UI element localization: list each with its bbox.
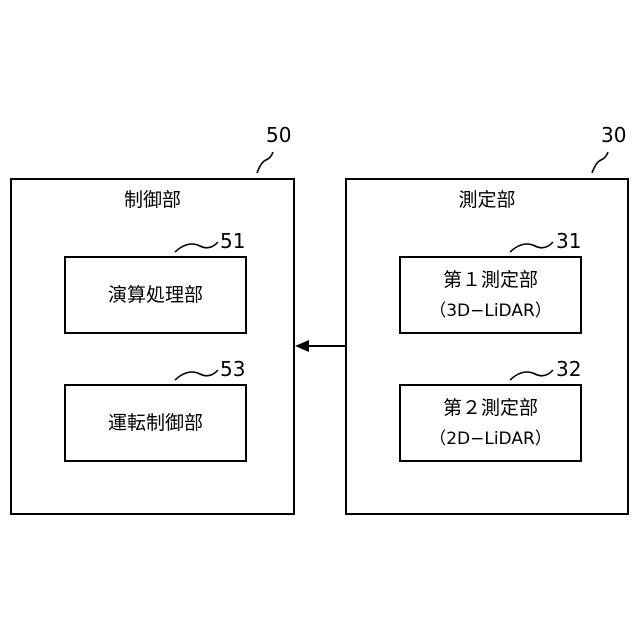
second-measurement-unit-box: 第２測定部 （2D−LiDAR） xyxy=(399,384,582,462)
first-measurement-unit-label: 第１測定部 xyxy=(443,267,538,293)
first-measurement-unit-box: 第１測定部 （3D−LiDAR） xyxy=(399,256,582,334)
measurement-unit-title: 測定部 xyxy=(347,188,627,212)
first-measurement-unit-sublabel: （3D−LiDAR） xyxy=(429,299,552,323)
drive-control-unit-box: 運転制御部 xyxy=(64,384,247,462)
control-unit-box: 制御部 演算処理部 運転制御部 xyxy=(10,178,295,515)
second-measurement-unit-label: 第２測定部 xyxy=(443,395,538,421)
leader-line-50 xyxy=(257,152,273,173)
drive-control-unit-label: 運転制御部 xyxy=(108,410,203,436)
control-unit-title: 制御部 xyxy=(12,188,293,212)
compute-unit-label: 演算処理部 xyxy=(108,282,203,308)
leader-line-30 xyxy=(592,152,608,173)
compute-unit-box: 演算処理部 xyxy=(64,256,247,334)
ref-number-32: 32 xyxy=(556,358,581,380)
ref-number-51: 51 xyxy=(220,230,245,252)
ref-number-30: 30 xyxy=(601,124,626,146)
second-measurement-unit-sublabel: （2D−LiDAR） xyxy=(429,427,552,451)
ref-number-50: 50 xyxy=(266,124,291,146)
ref-number-31: 31 xyxy=(556,230,581,252)
measurement-unit-box: 測定部 第１測定部 （3D−LiDAR） 第２測定部 （2D−LiDAR） xyxy=(345,178,629,515)
ref-number-53: 53 xyxy=(220,358,245,380)
